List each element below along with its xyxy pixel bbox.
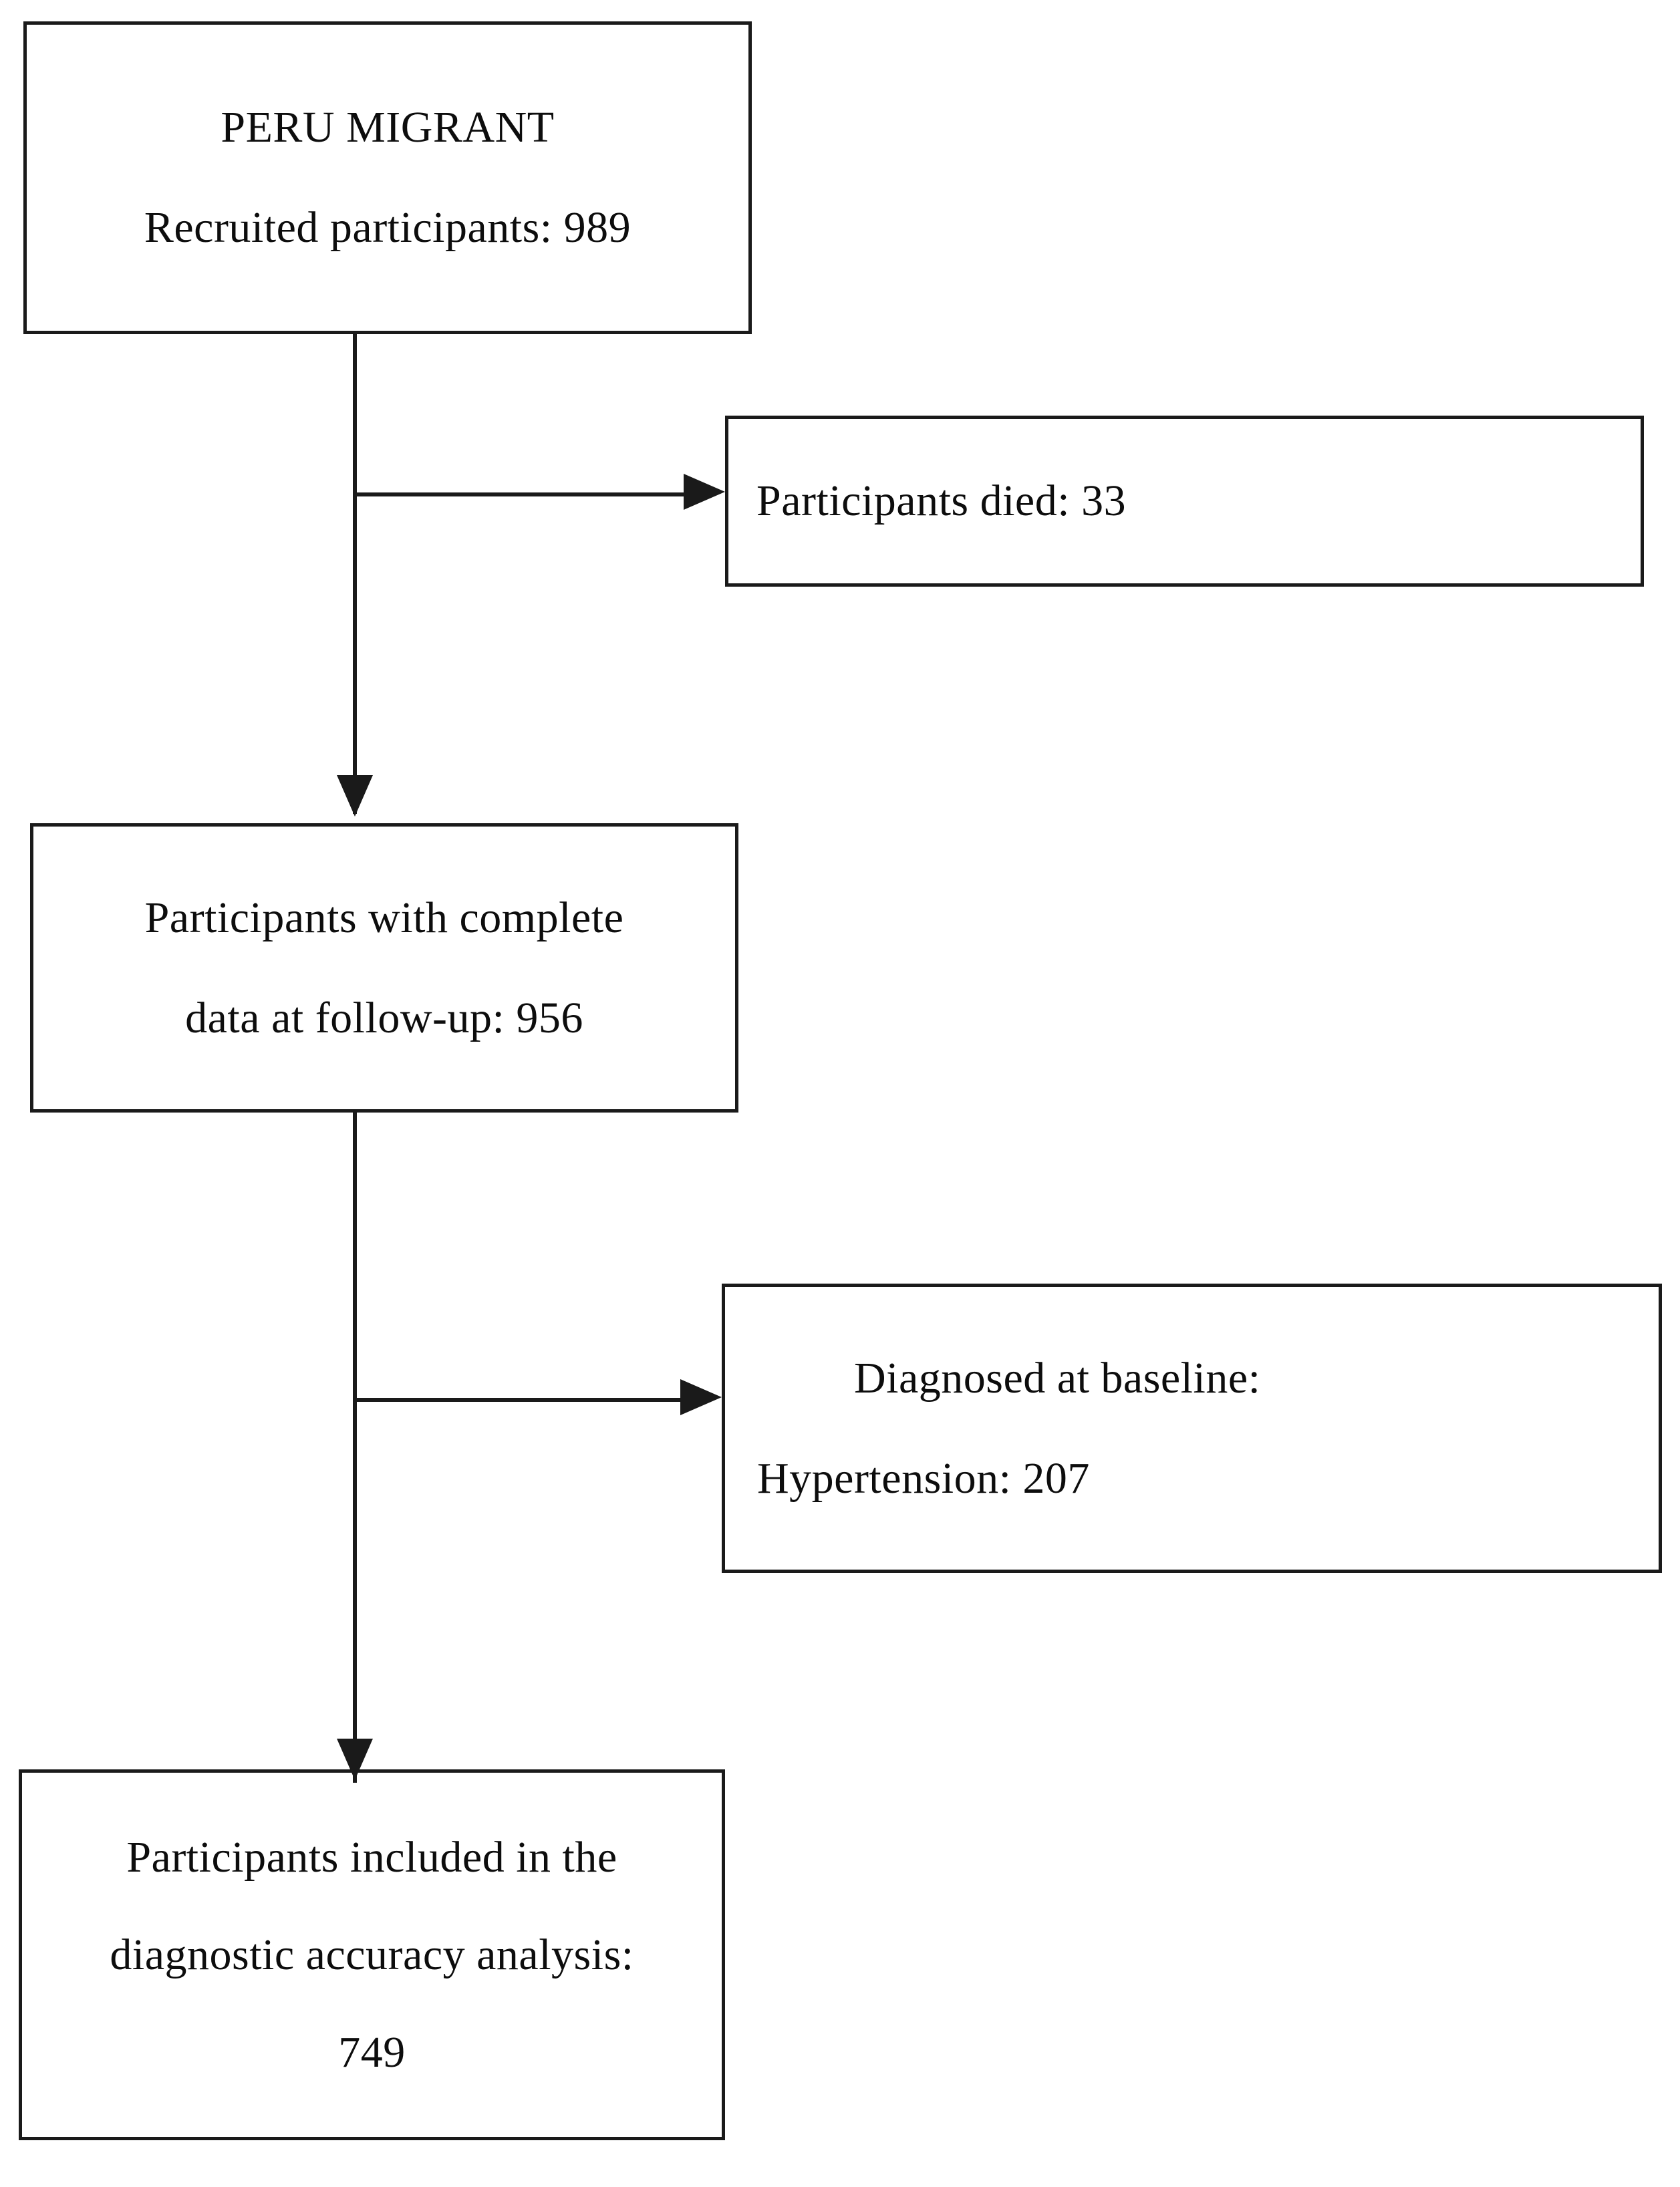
node-complete-line-2: data at follow-up: 956: [185, 993, 583, 1042]
node-diagnosed-line-1: Diagnosed at baseline:: [854, 1353, 1261, 1403]
connector-complete-to-included-line: [353, 1113, 357, 1783]
node-included-line-1: Participants included in the: [126, 1832, 617, 1882]
connector-complete-to-diagnosed-line: [355, 1398, 692, 1402]
node-diagnosed-text: Diagnosed at baseline: Hypertension: 207: [725, 1356, 1260, 1501]
node-complete-line-1: Participants with complete: [144, 893, 624, 942]
node-peru-migrant-source: PERU MIGRANT Recruited participants: 989: [23, 21, 752, 334]
node-participants-died: Participants died: 33: [725, 416, 1644, 587]
connector-complete-to-diagnosed-arrowhead-icon: [680, 1379, 722, 1415]
node-included-in-analysis: Participants included in the diagnostic …: [19, 1769, 725, 2140]
node-died-line-1: Participants died: 33: [756, 476, 1127, 525]
node-died-text: Participants died: 33: [728, 479, 1126, 523]
connector-source-to-died-arrowhead-icon: [684, 474, 725, 510]
node-included-line-3: 749: [338, 2027, 406, 2077]
node-source-line-1: PERU MIGRANT: [221, 103, 555, 152]
node-complete-text: Participants with complete data at follo…: [144, 893, 624, 1042]
connector-source-to-died-line: [355, 492, 696, 496]
node-diagnosed-line-2: Hypertension: 207: [757, 1453, 1090, 1503]
connector-source-to-complete-line: [353, 334, 357, 814]
node-included-text: Participants included in the diagnostic …: [110, 1832, 634, 2077]
connector-complete-to-included-arrowhead-icon: [337, 1739, 373, 1780]
node-complete-follow-up: Participants with complete data at follo…: [30, 823, 738, 1113]
connector-source-to-complete-arrowhead-icon: [337, 775, 373, 817]
node-source-line-2: Recruited participants: 989: [144, 203, 632, 252]
node-diagnosed-at-baseline: Diagnosed at baseline: Hypertension: 207: [722, 1284, 1662, 1573]
node-included-line-2: diagnostic accuracy analysis:: [110, 1930, 634, 1979]
node-source-text: PERU MIGRANT Recruited participants: 989: [144, 106, 631, 250]
